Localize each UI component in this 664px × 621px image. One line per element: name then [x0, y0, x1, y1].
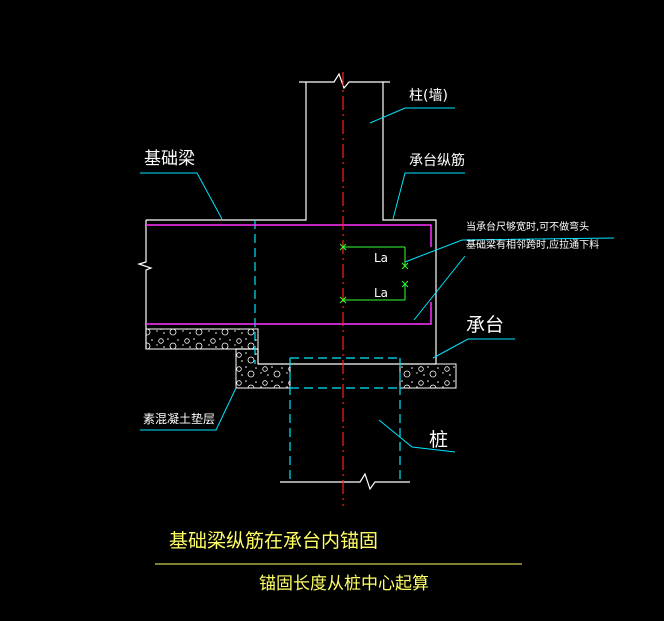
foundation-beam-label: 基础梁 — [144, 149, 195, 169]
column-label: 柱(墙) — [409, 88, 448, 104]
la-upper-label: La — [374, 251, 389, 265]
note-line-2: 基础梁有相邻跨时,应拉通下料 — [466, 240, 600, 251]
hidden-lines — [254, 220, 401, 482]
concrete-cushion-right — [399, 363, 457, 389]
structure-outline — [136, 72, 437, 491]
longitudinal-rebar — [146, 224, 432, 325]
pile-cap-label: 承台 — [466, 314, 505, 336]
la-lower-label: La — [374, 286, 389, 300]
caption-title: 基础梁纵筋在承台内锚固 — [169, 530, 379, 552]
leader-lines — [140, 107, 615, 453]
concrete-cushion-left — [145, 328, 291, 389]
caption-subtitle: 锚固长度从桩中心起算 — [259, 574, 429, 594]
anchorage-dimensions — [339, 243, 409, 304]
cap-longitudinal-bar-label: 承台纵筋 — [409, 153, 465, 169]
note-line-1: 当承台尺够宽时,可不做弯头 — [466, 222, 590, 233]
pile-label: 桩 — [429, 429, 449, 451]
concrete-cushion-label: 素混凝土垫层 — [143, 412, 216, 426]
